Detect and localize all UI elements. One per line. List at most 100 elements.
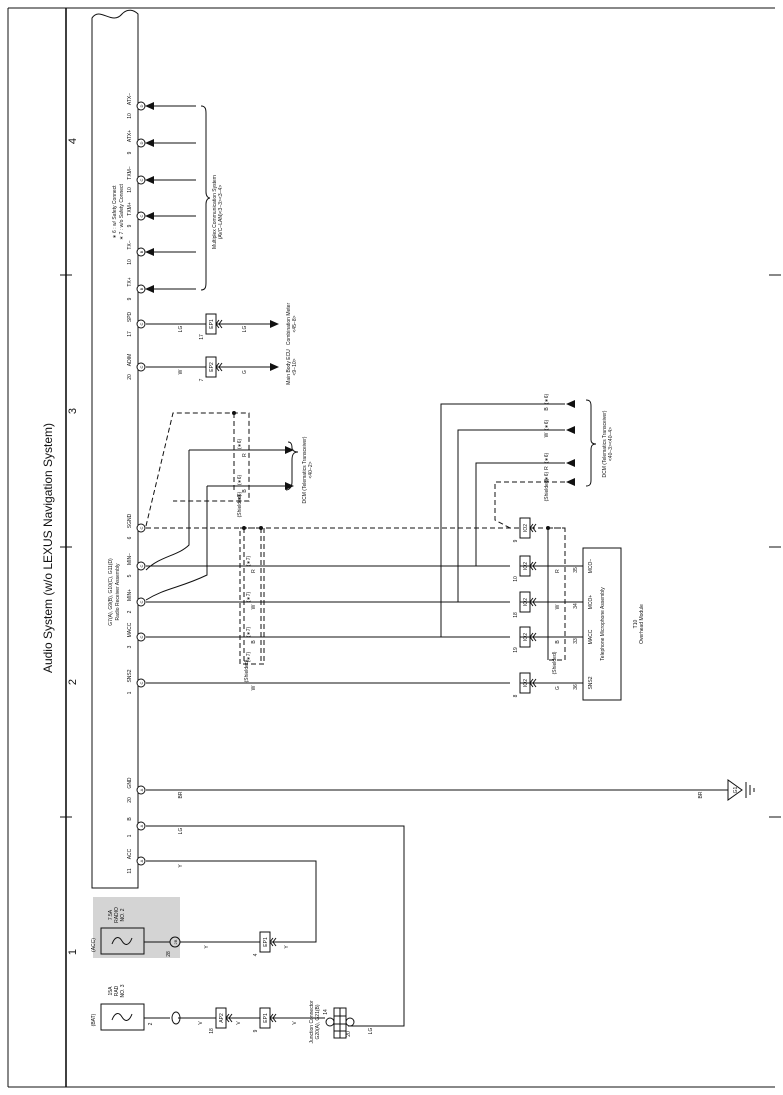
page-title: Audio System (w/o LEXUS Navigation Syste…	[41, 423, 55, 673]
wire-macc-n7-2: (∗7)	[246, 652, 252, 663]
multiplex-arrow-head	[145, 285, 154, 293]
ep2-adim-num: 7	[199, 378, 205, 381]
radio-pin-conn: D	[139, 141, 144, 144]
ep1-spd-num: 17	[199, 334, 205, 340]
radio-pin-circle	[136, 523, 146, 533]
multiplex-arrow-1	[145, 139, 196, 147]
radio-pin-name: TX+	[127, 277, 133, 286]
io2-0-label: IO2	[523, 524, 529, 532]
ap2-bat-chevron	[225, 1013, 233, 1023]
radio-pin-conn: C	[139, 214, 144, 217]
radio-pin-conn: A	[139, 788, 144, 791]
wire-dcm-right-n6-2: (∗6)	[544, 420, 550, 431]
bat-fuse-amp: 15A	[108, 986, 114, 996]
io2-1-num: 10	[513, 576, 519, 582]
phone-pin-num: 34	[573, 603, 579, 609]
radio-pin-name: ATX+	[127, 130, 133, 142]
radio-pin-conn: C	[139, 564, 144, 567]
multiplex-ref: (AVC−LAN)<3−3><3−4>	[218, 185, 224, 240]
wire-gnd-br-1: BR	[178, 791, 184, 798]
bat-fuse-name-2: NO. 3	[120, 984, 126, 997]
column-1: 1	[67, 949, 79, 955]
wire-min-minus-n7: (∗7)	[246, 556, 252, 567]
radio-pin-circle	[136, 319, 146, 329]
ep1-spd-label: EP1	[209, 319, 215, 329]
radio-pin-circle	[136, 561, 146, 571]
dcm-right-wiring	[440, 399, 597, 638]
multiplex-arrow-4	[145, 248, 196, 256]
radio-pin-name: ATX−	[127, 93, 133, 105]
radio-pin-num: 10	[127, 259, 133, 265]
radio-pin-name: ADIM	[127, 354, 133, 367]
wire-dcm-n6-1: (∗6)	[237, 439, 243, 450]
radio-pin-num: 9	[127, 224, 133, 227]
radio-pin-circle	[136, 821, 146, 831]
phone-pin-0: MCO−35	[573, 559, 594, 574]
note-no-safety-connect: ∗ 7 : w/o Safety Connect	[119, 183, 125, 239]
radio-pin-circle	[136, 678, 146, 688]
io2-4-num: 8	[513, 694, 519, 697]
wire-phone-shielded: (Shielded)	[552, 651, 558, 674]
phone-pin-num: 36	[573, 684, 579, 690]
phone-pin-name: MCO+	[588, 595, 594, 610]
wire-dcm-right-n6-1: (∗6)	[544, 394, 550, 405]
acc-fuse-term: 2B	[173, 939, 178, 944]
multiplex-arrow-3	[145, 212, 196, 220]
dcm-right-label: DCM (Telematics Transceiver)	[602, 410, 608, 477]
wire-sns2-w: W	[251, 685, 257, 690]
radio-pin-conn: D	[139, 104, 144, 107]
acc-fuse-name-2: NO. 2	[120, 908, 126, 921]
telephone-name: Telephone Microphone Assembly	[600, 587, 606, 661]
column-2: 2	[67, 679, 79, 685]
phone-pin-name: MCO−	[588, 559, 594, 574]
radio-pin-name: SNS2	[127, 669, 133, 682]
radio-pin-name: MACC	[127, 622, 133, 637]
wire-left-shielded: (Shielded)	[244, 659, 250, 682]
io2-2-num: 18	[513, 612, 519, 618]
acc-fuse	[100, 927, 181, 955]
ep1-spd: EP1 17	[199, 313, 223, 340]
ep1-bat-label: EP1	[263, 1013, 269, 1023]
io2-0-chevron	[529, 523, 537, 533]
multiplex-arrow-head	[145, 248, 154, 256]
bat-fuse	[100, 1003, 181, 1031]
wire-gnd-br-2: BR	[698, 791, 704, 798]
telephone-wiring	[520, 526, 622, 701]
radio-pin-conn: C	[139, 600, 144, 603]
phone-pin-name: MACC	[588, 629, 594, 644]
junction-connector	[325, 1007, 355, 1039]
radio-pin-name: SGND	[127, 513, 133, 528]
radio-pin-conn: B	[139, 250, 144, 253]
wire-acc-y-2: Y	[204, 945, 210, 949]
radio-label-name: Radio Receiver Assembly	[115, 563, 121, 620]
radio-pin-num: 11	[127, 868, 133, 873]
radio-label-connectors: G7(A), G9(B), G10(C), G11(D)	[108, 558, 114, 626]
phone-pin-1: MCO+ 34	[573, 595, 594, 610]
radio-pin-conn: A	[139, 859, 144, 862]
radio-pin-circle	[136, 597, 146, 607]
radio-pin-num: 6	[127, 536, 133, 539]
radio-pin-num: 20	[127, 374, 133, 380]
column-3: 3	[67, 408, 79, 414]
bat-fuse-supply: (BAT)	[91, 1013, 97, 1026]
radio-pin-num: 3	[127, 645, 133, 648]
radio-pin-num: 9	[127, 151, 133, 154]
radio-pin-name: MIN+	[127, 589, 133, 601]
io2-3-num: 19	[513, 647, 519, 653]
junction-left-num: 14	[323, 1009, 329, 1015]
radio-pin-name: TXM−	[127, 166, 133, 180]
wire-phone-b: B	[555, 640, 561, 644]
ep1-acc-num: 4	[253, 953, 259, 956]
dcm-upper-label: DCM (Telematics Transceiver)	[302, 436, 308, 503]
